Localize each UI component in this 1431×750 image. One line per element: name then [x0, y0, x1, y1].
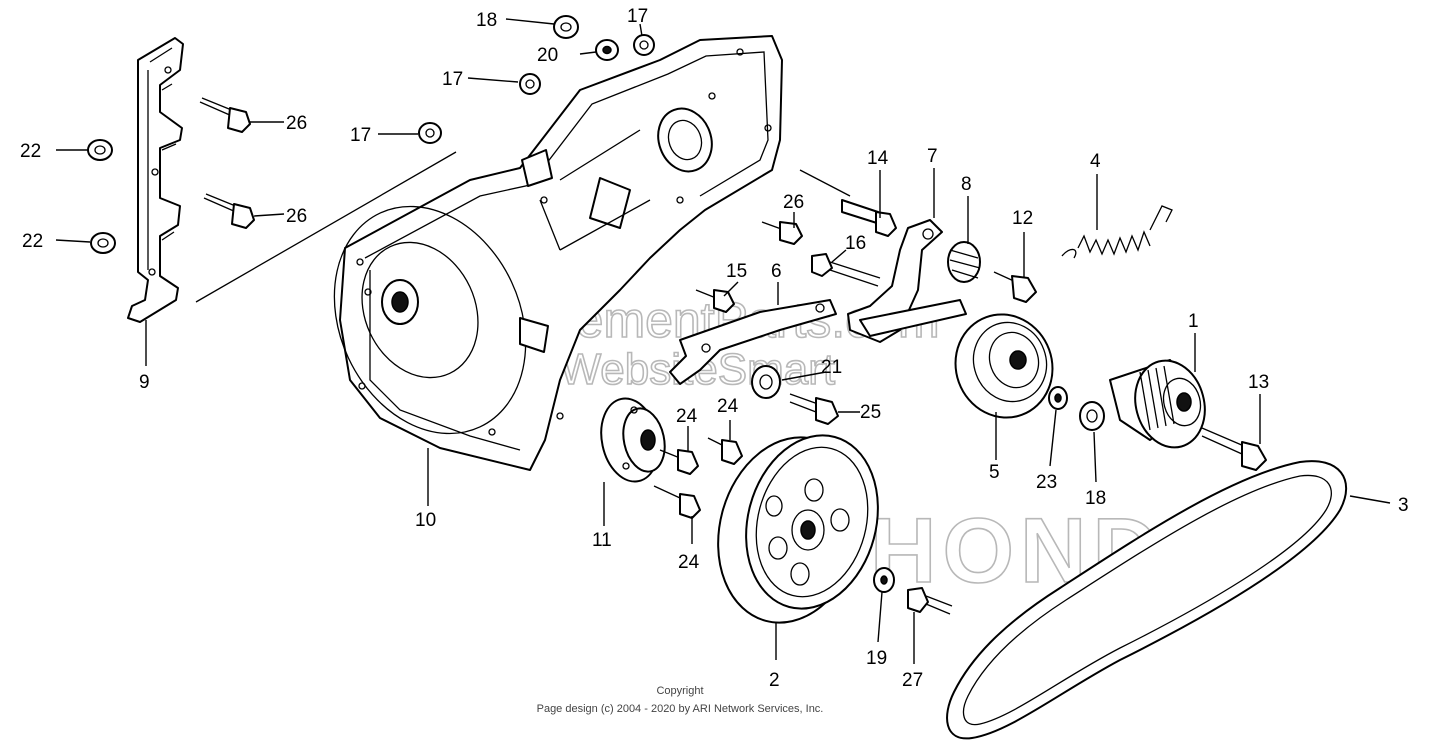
label-part-23: 23: [1036, 472, 1057, 493]
idler-pulley-part-5: [954, 313, 1054, 419]
nut-part-22b: [90, 232, 116, 254]
nut-part-17c: [418, 122, 442, 144]
label-part-17a: 17: [627, 6, 648, 27]
label-part-4: 4: [1090, 151, 1101, 172]
label-part-9: 9: [139, 372, 150, 393]
label-part-10: 10: [415, 510, 436, 531]
label-part-7: 7: [927, 146, 938, 167]
label-part-18b: 18: [1085, 488, 1106, 509]
label-part-26b: 26: [286, 206, 307, 227]
bolt-part-14: [841, 199, 897, 237]
tension-arm-part-7: [847, 219, 967, 343]
leader-lines: [55, 18, 1391, 664]
label-part-16: 16: [845, 233, 866, 254]
bolt-part-15: [695, 289, 735, 313]
part-labels: 1 2 3 4 5 6 7 8 9 10 11 12 13 14 15 16 1…: [20, 6, 1409, 691]
belt-part-3: [946, 460, 1348, 740]
bolt-part-16: [811, 253, 881, 287]
washer-part-20: [595, 39, 619, 61]
label-part-3: 3: [1398, 495, 1409, 516]
label-part-2: 2: [769, 670, 780, 691]
label-part-25: 25: [860, 402, 881, 423]
label-part-14: 14: [867, 148, 889, 169]
collar-part-21: [751, 365, 781, 399]
nut-part-17b: [519, 73, 541, 95]
tension-arm-part-6: [669, 299, 837, 385]
label-part-27: 27: [902, 670, 923, 691]
label-part-12: 12: [1012, 208, 1033, 229]
label-part-17c: 17: [350, 125, 371, 146]
label-part-19: 19: [866, 648, 887, 669]
label-part-8: 8: [961, 174, 972, 195]
bolt-part-26b: [203, 193, 255, 229]
label-part-5: 5: [989, 462, 1000, 483]
copyright-footer: Copyright Page design (c) 2004 - 2020 by…: [537, 685, 824, 715]
large-pulley-part-2: [717, 434, 879, 624]
bolt-part-13: [1201, 427, 1267, 471]
washer-part-23: [1048, 386, 1068, 410]
nut-part-18a: [553, 15, 579, 39]
label-part-6: 6: [771, 261, 782, 282]
label-part-15: 15: [726, 261, 747, 282]
collar-part-8: [947, 241, 981, 283]
bolt-part-26a: [199, 97, 251, 133]
nut-part-22a: [87, 139, 113, 161]
bolt-part-25: [789, 393, 839, 425]
belt-cover-part-10: [333, 35, 783, 471]
label-part-13: 13: [1248, 372, 1269, 393]
label-part-26a: 26: [286, 113, 307, 134]
nut-part-17a: [633, 34, 655, 56]
label-part-26c: 26: [783, 192, 804, 213]
bolt-part-24a: [659, 449, 699, 475]
bracket-part-9: [127, 37, 184, 323]
nut-part-18b: [1079, 401, 1105, 431]
label-part-1: 1: [1188, 311, 1199, 332]
label-part-17b: 17: [442, 69, 463, 90]
label-part-21: 21: [821, 357, 842, 378]
drive-pulley-part-1: [1109, 359, 1206, 449]
label-part-24c: 24: [678, 552, 700, 573]
copyright-heading: Copyright: [656, 685, 703, 697]
label-part-24b: 24: [717, 396, 739, 417]
label-part-11: 11: [592, 530, 612, 551]
bolt-part-12: [993, 271, 1037, 303]
copyright-text: Page design (c) 2004 - 2020 by ARI Netwo…: [537, 703, 824, 715]
hub-part-11: [600, 397, 666, 483]
washer-part-19: [873, 567, 895, 593]
bolt-part-24b: [707, 437, 743, 465]
label-part-20: 20: [537, 45, 558, 66]
label-part-22a: 22: [20, 141, 41, 162]
bolt-part-27: [907, 587, 953, 615]
label-part-18a: 18: [476, 10, 497, 31]
bolt-part-26c: [761, 221, 803, 245]
label-part-22b: 22: [22, 231, 43, 252]
spring-part-4: [1061, 205, 1173, 259]
label-part-24a: 24: [676, 406, 698, 427]
bolt-part-24c: [653, 485, 701, 519]
